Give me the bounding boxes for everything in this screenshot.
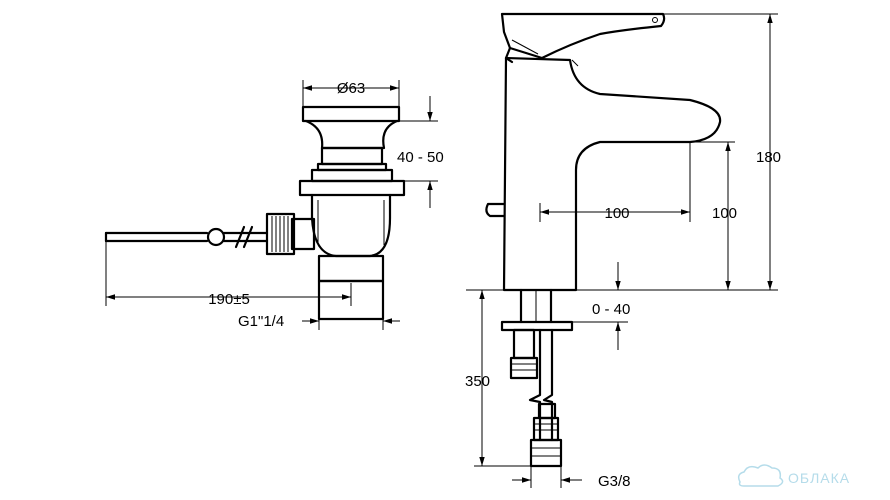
cloud-icon <box>737 464 784 487</box>
dim-deck-thickness: 0 - 40 <box>592 301 630 318</box>
dim-hose-thread: G3/8 <box>598 473 631 490</box>
dim-spout-reach: 100 <box>604 205 629 222</box>
dim-waste-diameter: Ø63 <box>337 80 365 97</box>
watermark: ОБЛАКА <box>737 464 850 487</box>
dim-waste-height: 40 - 50 <box>397 149 444 166</box>
rod-knob <box>206 227 226 247</box>
waste-flange <box>301 105 401 123</box>
waste-tail <box>317 254 385 283</box>
mounting-plate <box>500 320 574 332</box>
mixer-lever <box>500 12 666 60</box>
hose-end-nut <box>529 438 563 468</box>
mixer-body <box>502 56 722 292</box>
dim-total-height: 180 <box>756 149 781 166</box>
dim-waste-thread: G1"1/4 <box>238 313 284 330</box>
dim-spout-height: 100 <box>712 205 737 222</box>
waste-body <box>310 193 392 258</box>
waste-assembly: Ø63 40 - 50 190±5 G1"1/4 <box>104 80 444 330</box>
mixer-tap: 180 100 100 0 - 40 350 G3/8 <box>465 12 781 490</box>
hose-fitting <box>509 356 539 380</box>
dim-rod-length: 190±5 <box>208 291 250 308</box>
popup-rod <box>485 202 506 218</box>
waste-nut <box>298 179 406 197</box>
dim-hose-length: 350 <box>465 373 490 390</box>
svg-text:ОБЛАКА: ОБЛАКА <box>788 470 850 486</box>
